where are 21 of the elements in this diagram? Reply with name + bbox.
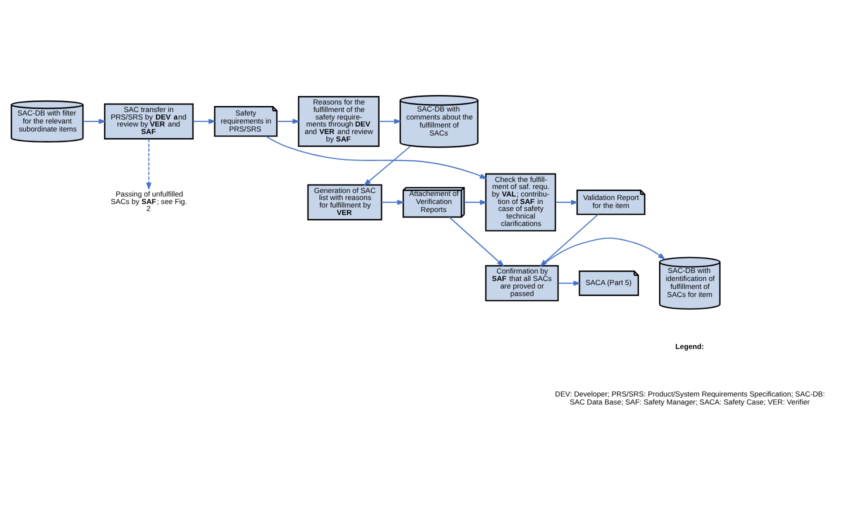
arrow xyxy=(382,200,405,205)
node-box: Confirmation by SAF that all SACs are proved or passed xyxy=(485,265,559,302)
arrow xyxy=(558,280,581,286)
arrow xyxy=(277,118,300,124)
label: Legend: xyxy=(675,342,704,351)
arrow xyxy=(266,136,488,180)
node-box: Check the fulfill- ment of saf. requ. by VAL; contribu- tion of SAF in case of safety technical clarifications xyxy=(485,173,556,232)
node-text: Passing of unfulfilled SACs by SAF; see Fig. 2 xyxy=(110,190,188,214)
arrow xyxy=(556,200,579,205)
arrow xyxy=(464,200,488,205)
arrow xyxy=(378,118,402,124)
arrow xyxy=(541,238,666,266)
node-box: Reasons for the fulfillment of the safety require- ments through DEV and VER and review by SAF xyxy=(298,96,380,147)
arrow xyxy=(146,138,152,190)
arrow xyxy=(83,118,106,124)
node-box: Generation of SAC list with reasons for fulfillment by VER xyxy=(307,184,382,220)
node-box: SAC transfer in PRS/SRS by DEV and review by VER and SAF xyxy=(104,103,194,140)
label: DEV: Developer; PRS/SRS: Product/System Requirements Specification; SAC-DB: SAC Data Base; SAF: Safety Manager; SACA: Safety Case; VER: Verifier xyxy=(555,389,825,406)
arrow xyxy=(448,216,504,267)
arrow xyxy=(193,118,216,124)
arrow xyxy=(363,146,411,186)
